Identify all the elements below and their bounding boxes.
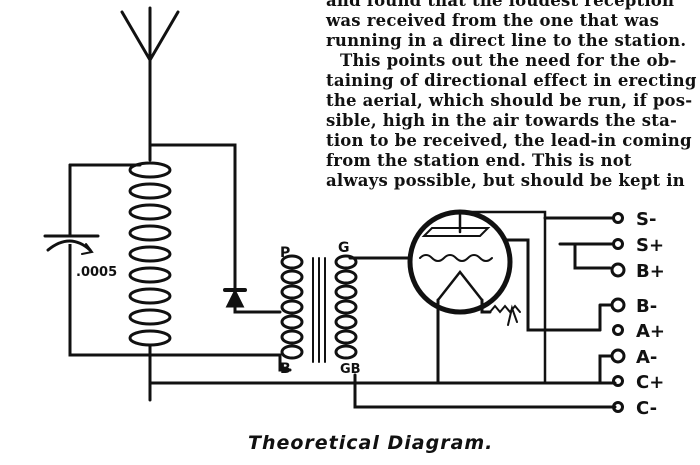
coil-turn	[128, 182, 172, 200]
coil-turn	[334, 344, 358, 360]
coil-turn	[128, 329, 172, 347]
terminal-label: C-	[636, 398, 657, 419]
terminal-post	[612, 238, 624, 250]
capacitor-label: .0005	[76, 265, 117, 280]
terminal-post	[612, 401, 624, 413]
coil-turn	[280, 314, 304, 330]
label-gb: GB	[340, 362, 361, 377]
coil-turn	[280, 329, 304, 345]
coil-turn	[128, 203, 172, 221]
text-line: and found that the loudest reception	[326, 0, 675, 10]
coil-turn	[128, 161, 172, 179]
coil-turn	[128, 245, 172, 263]
crystal-detector	[223, 288, 282, 314]
terminal-post	[610, 262, 626, 278]
wire	[148, 143, 237, 292]
terminal-post	[610, 348, 626, 364]
wire	[233, 353, 292, 372]
coil-turn	[334, 254, 358, 270]
vacuum-tube	[407, 209, 602, 385]
label-g: G	[338, 240, 350, 256]
coil-turn	[280, 269, 304, 285]
coil-turn	[280, 344, 304, 360]
terminal-label: S+	[636, 235, 664, 256]
coil-turn	[334, 329, 358, 345]
coil-turn	[334, 269, 358, 285]
antenna-icon	[120, 6, 180, 147]
coil-turn	[334, 314, 358, 330]
terminal-post	[612, 324, 624, 336]
terminal-post	[610, 297, 626, 313]
coil-turn	[280, 284, 304, 300]
coil-turn	[128, 308, 172, 326]
terminal-post	[612, 375, 624, 387]
article-text: and found that the loudest reception was…	[326, 0, 700, 191]
text-line: This points out the need for the ob-	[340, 51, 677, 70]
diagram-caption: Theoretical Diagram.	[248, 432, 494, 454]
label-p: P	[280, 245, 290, 261]
terminal-label: C+	[636, 372, 664, 393]
coil-turn	[128, 266, 172, 284]
variable-capacitor	[43, 234, 104, 255]
terminal-label: A+	[636, 321, 665, 342]
coil-turn	[334, 299, 358, 315]
terminal-label: B+	[636, 261, 665, 282]
text-line: sible, high in the air towards the sta-	[326, 111, 678, 130]
text-line: always possible, but should be kept in	[326, 171, 685, 190]
text-line: from the station end. This is not	[326, 151, 632, 170]
coil-turn	[280, 299, 304, 315]
audio-transformer	[280, 254, 358, 363]
text-line: running in a direct line to the station.	[326, 31, 687, 50]
coil-turn	[280, 254, 304, 270]
terminal-label: S-	[636, 209, 656, 230]
text-line: tion to be received, the lead-in coming	[326, 131, 692, 150]
text-line: was received from the one that was	[326, 11, 660, 30]
text-line: taining of directional effect in erectin…	[326, 71, 697, 90]
terminal-label: A-	[636, 347, 657, 368]
coil-turn	[128, 224, 172, 242]
wire	[68, 163, 237, 357]
coil-turn	[334, 284, 358, 300]
label-b: B	[280, 361, 291, 377]
coil-turn	[128, 287, 172, 305]
terminal-label: B-	[636, 296, 657, 317]
text-line: the aerial, which should be run, if pos-	[326, 91, 693, 110]
terminal-post	[612, 212, 624, 224]
